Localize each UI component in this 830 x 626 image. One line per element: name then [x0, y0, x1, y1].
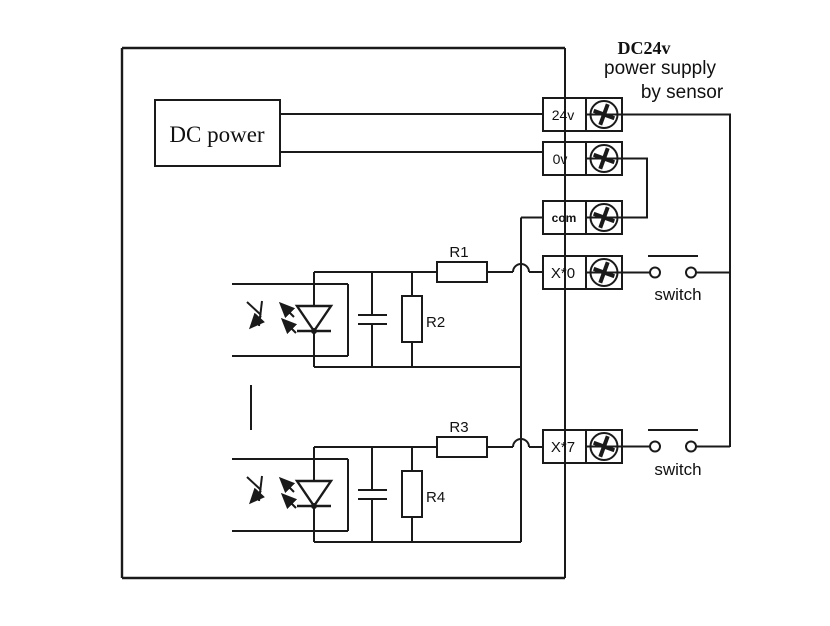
switch1-label: switch: [654, 285, 701, 304]
resistor-r4-label: R4: [426, 489, 445, 506]
switch2-label: switch: [654, 460, 701, 479]
screw-terminal-icon: [590, 144, 618, 172]
resistor-r3: R3: [437, 419, 487, 457]
terminal-com: com: [543, 201, 622, 234]
wire-24v-feed: [622, 115, 730, 448]
led-1: [297, 272, 331, 367]
switch2-contact-left: [650, 442, 660, 452]
light-arrows-icon: [278, 301, 298, 335]
dc-power-label: DC power: [169, 122, 265, 147]
terminal-com-label: com: [552, 211, 577, 225]
resistor-r1: R1: [437, 244, 487, 282]
terminal-x7-label: X*7: [551, 439, 575, 456]
external-wiring: [622, 115, 730, 448]
note-line-dc24v: DC24v: [618, 38, 671, 58]
capacitor-2: [358, 447, 387, 542]
resistor-r4: R4: [402, 447, 445, 542]
note-line-power-supply: power supply: [604, 58, 716, 79]
led1-triangle: [297, 306, 331, 331]
switch1-contact-right: [686, 268, 696, 278]
led2-triangle: [297, 481, 331, 506]
input-circuit-2: R3 R4: [232, 419, 543, 542]
resistor-r3-label: R3: [449, 419, 468, 436]
optocoupler-2: [232, 459, 348, 531]
wire-0v-to-com-link: [622, 159, 647, 218]
optocoupler-1: [232, 284, 348, 356]
screw-terminal-icon: [590, 100, 618, 128]
phototransistor-icon: [247, 476, 265, 505]
dc-power-box: [155, 100, 280, 166]
wire-crossover-hop-2: [513, 439, 529, 447]
switch1-contact-left: [650, 268, 660, 278]
terminal-x0: X*0: [543, 256, 622, 289]
com-return-line: [521, 218, 543, 543]
terminal-0v: 0v: [543, 142, 622, 175]
switch-1: switch: [648, 256, 702, 304]
screw-terminal-icon: [590, 203, 618, 231]
led-2: [297, 447, 331, 542]
terminal-x7: X*7: [543, 430, 622, 463]
resistor-r1-label: R1: [449, 244, 468, 261]
screw-terminal-icon: [590, 432, 618, 460]
note-line-by-sensor: by sensor: [641, 82, 724, 103]
capacitor-1: [358, 272, 387, 367]
phototransistor-icon: [247, 301, 265, 330]
terminal-x0-label: X*0: [551, 265, 575, 282]
terminal-0v-label: 0v: [553, 151, 568, 167]
screw-terminal-icon: [590, 258, 618, 286]
input-circuit-1: R1 R2: [232, 244, 543, 367]
switch2-contact-right: [686, 442, 696, 452]
resistor-r2-label: R2: [426, 314, 445, 331]
terminal-24v-label: 24v: [552, 107, 575, 123]
wire-crossover-hop-1: [513, 264, 529, 272]
switch-2: switch: [648, 430, 702, 479]
power-supply-note: DC24v power supply by sensor: [604, 38, 724, 103]
light-arrows-icon: [278, 476, 298, 510]
plc-enclosure-outline: [122, 48, 565, 578]
resistor-r2: R2: [402, 272, 445, 367]
dc-power-supply: DC power: [155, 100, 543, 166]
terminal-24v: 24v: [543, 98, 622, 131]
